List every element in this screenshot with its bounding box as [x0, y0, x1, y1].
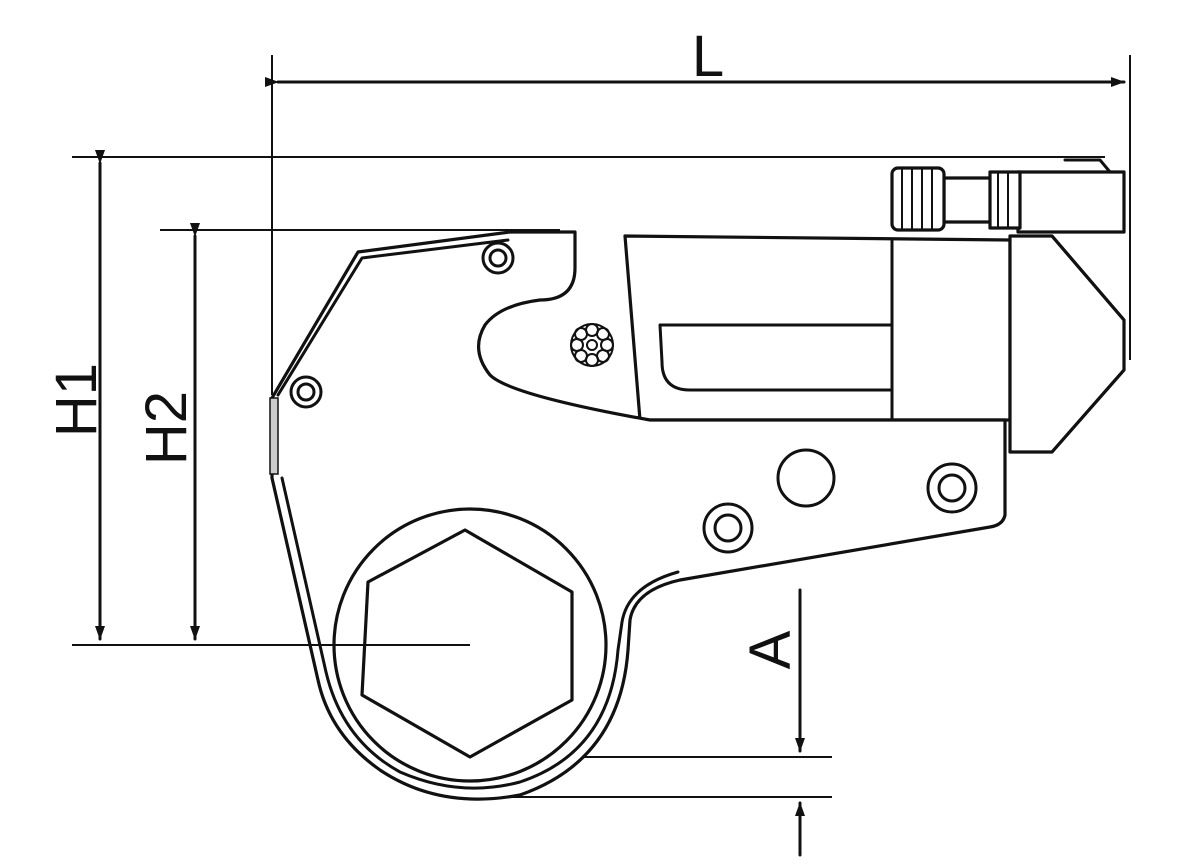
bearing-rosette	[570, 323, 614, 367]
swivel-housing	[942, 158, 1126, 234]
label-h2: H2	[134, 391, 199, 465]
large-hole	[776, 448, 836, 508]
pin-hole	[926, 462, 978, 514]
hose-coupler	[890, 166, 946, 232]
dimension-l: L	[265, 24, 1131, 395]
pin-hole	[702, 502, 754, 554]
dimension-h1: H1	[44, 150, 1105, 646]
dimension-h2: H2	[134, 223, 560, 641]
label-h1: H1	[44, 363, 109, 437]
pin-holes	[289, 241, 978, 554]
cylinder-block	[623, 234, 1126, 454]
pin-hole	[481, 241, 515, 275]
pin-hole	[289, 375, 323, 409]
label-a: A	[738, 630, 803, 669]
dimension-a: A	[470, 588, 832, 857]
label-l: L	[692, 24, 724, 89]
hex-socket	[72, 507, 608, 783]
